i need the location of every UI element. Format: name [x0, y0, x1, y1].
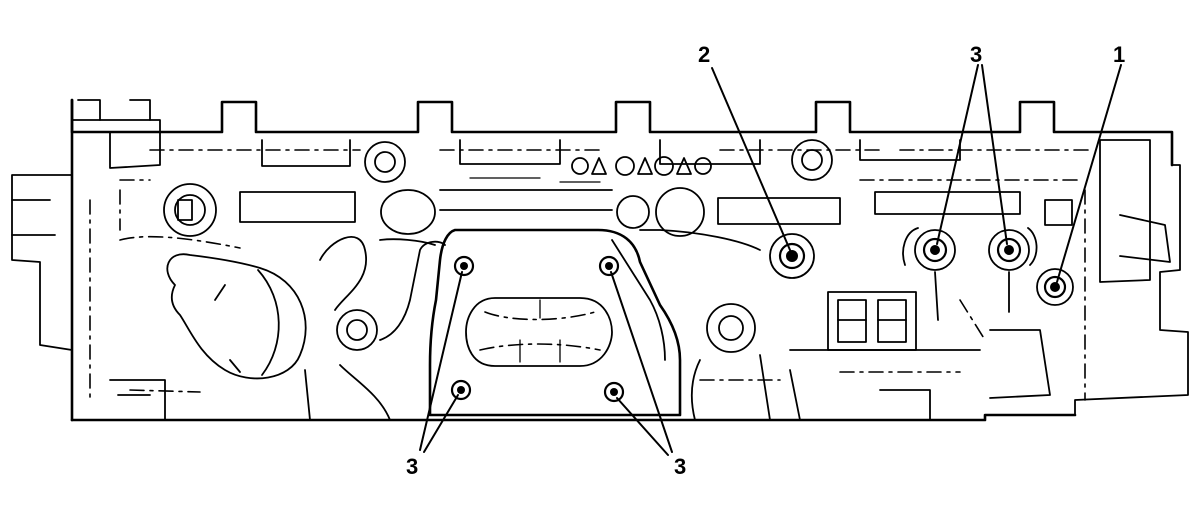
callout-3-top: 3	[970, 42, 982, 67]
callout-2: 2	[698, 42, 710, 67]
plate-bolt-holes	[450, 255, 625, 403]
callout-1: 1	[1113, 42, 1125, 67]
center-plate	[379, 228, 682, 417]
callout-labels: 2 3 1 3 3	[406, 42, 1125, 479]
left-chamber	[109, 235, 368, 421]
right-lower-detail	[699, 199, 1073, 421]
right-bolt-holes	[769, 227, 1074, 321]
surface-lines	[89, 177, 1086, 421]
cylinder-head-outline	[11, 98, 1189, 422]
callout-3-bottom-left: 3	[406, 454, 418, 479]
callout-3-bottom-right: 3	[674, 454, 686, 479]
round-features	[163, 139, 833, 353]
leader-lines	[419, 64, 1122, 456]
top-hole-row	[571, 156, 712, 176]
